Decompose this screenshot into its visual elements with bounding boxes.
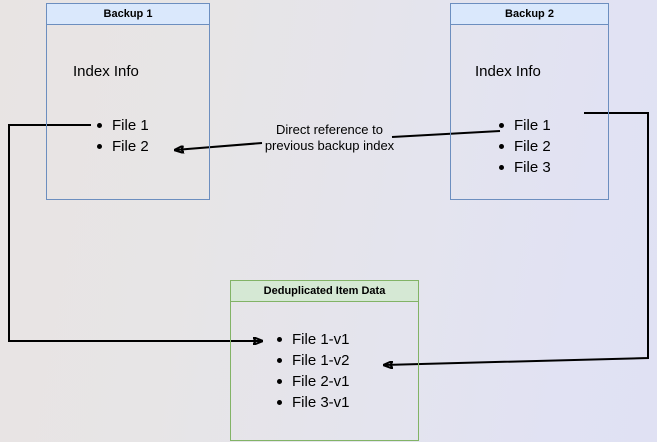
node-backup-1-body: Index Info File 1 File 2 [47, 25, 209, 199]
list-item: File 2 [95, 136, 149, 157]
node-backup-1-item-list: File 1 File 2 [95, 115, 149, 157]
node-backup-2-body: Index Info File 1 File 2 File 3 [451, 25, 608, 199]
node-backup-2[interactable]: Backup 2 Index Info File 1 File 2 File 3 [450, 3, 609, 200]
list-item: File 2 [497, 136, 551, 157]
list-item: File 1-v1 [275, 329, 350, 350]
node-backup-2-subtitle: Index Info [475, 63, 541, 80]
node-deduplicated-item-data-body: File 1-v1 File 1-v2 File 2-v1 File 3-v1 [231, 302, 418, 440]
node-backup-1-header: Backup 1 [47, 4, 209, 25]
node-deduplicated-item-data[interactable]: Deduplicated Item Data File 1-v1 File 1-… [230, 280, 419, 441]
edge-label-direct-reference: Direct reference to previous backup inde… [264, 122, 395, 153]
node-dedup-item-list: File 1-v1 File 1-v2 File 2-v1 File 3-v1 [275, 329, 350, 413]
node-backup-2-item-list: File 1 File 2 File 3 [497, 115, 551, 178]
node-backup-2-header: Backup 2 [451, 4, 608, 25]
list-item: File 2-v1 [275, 371, 350, 392]
node-backup-1-subtitle: Index Info [73, 63, 139, 80]
list-item: File 1-v2 [275, 350, 350, 371]
node-deduplicated-item-data-header: Deduplicated Item Data [231, 281, 418, 302]
node-backup-1[interactable]: Backup 1 Index Info File 1 File 2 [46, 3, 210, 200]
list-item: File 1 [95, 115, 149, 136]
list-item: File 1 [497, 115, 551, 136]
list-item: File 3-v1 [275, 392, 350, 413]
list-item: File 3 [497, 157, 551, 178]
